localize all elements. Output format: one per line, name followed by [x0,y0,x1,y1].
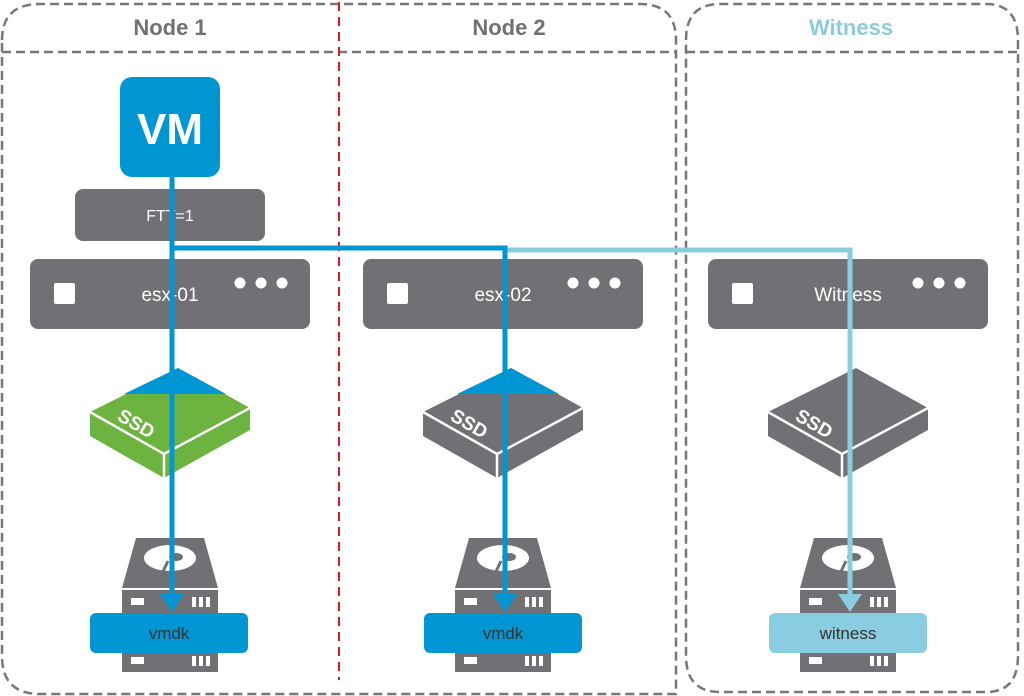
vmdk-component-node2[interactable]: vmdk [424,613,582,653]
component-label: witness [819,624,877,643]
vmdk-component-node1[interactable]: vmdk [90,613,248,653]
vm-icon[interactable]: VM [120,77,220,177]
host-checkbox-icon [387,283,408,304]
ssd-active-cache-indicator [457,368,559,394]
witness-component-path [505,247,853,598]
host-checkbox-icon [54,283,75,304]
section-title-node1: Node 1 [133,15,206,40]
ssd-active-cache-indicator [124,368,226,394]
section-title-witness: Witness [809,15,893,40]
data-site-frame [0,2,678,696]
component-label: vmdk [483,624,524,643]
witness-component[interactable]: witness [769,613,927,653]
replica-path-node2-arrowhead [493,594,517,612]
host-more-options-icon[interactable] [912,277,966,289]
replica-path-node1-arrowhead [160,594,184,612]
host-checkbox-icon [732,283,753,304]
host-more-options-icon[interactable] [234,277,288,289]
witness-path-arrowhead [838,594,862,612]
section-title-node2: Node 2 [472,15,545,40]
vm-label: VM [137,105,203,154]
witness-site-frame [684,2,1020,694]
replica-path-node2 [172,245,508,598]
host-more-options-icon[interactable] [567,277,621,289]
component-label: vmdk [149,624,190,643]
